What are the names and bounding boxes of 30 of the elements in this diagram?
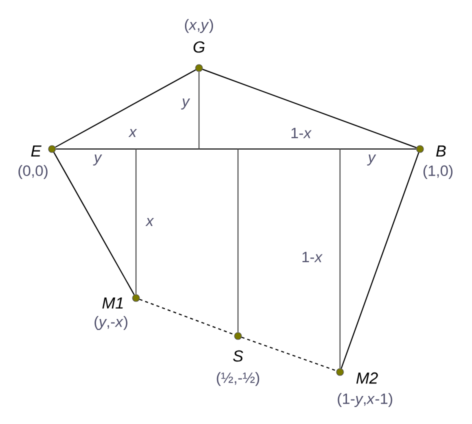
dashed-line bbox=[139, 298, 235, 336]
coordinate-label: (1-y,x-1) bbox=[338, 393, 392, 407]
point-name: G bbox=[194, 41, 205, 53]
side-line bbox=[53, 152, 135, 295]
dashed-line bbox=[241, 336, 337, 372]
point-name: B bbox=[436, 146, 446, 156]
coordinate-label: (½,-½) bbox=[216, 372, 260, 386]
edge-label: y bbox=[180, 97, 192, 111]
length-label: y bbox=[367, 154, 376, 166]
perpendicular-line bbox=[237, 149, 239, 332]
edge-label: x bbox=[145, 217, 155, 227]
coordinate-label: (y,-x) bbox=[94, 316, 128, 330]
edge-label: 1-x bbox=[300, 250, 324, 264]
coordinate-label: (x,y) bbox=[184, 19, 214, 33]
perpendicular-line bbox=[135, 149, 137, 294]
side-line bbox=[340, 152, 420, 369]
perpendicular-line bbox=[198, 72, 200, 149]
perpendicular-line bbox=[339, 149, 341, 368]
point-name: M2 bbox=[356, 372, 378, 384]
length-label: x bbox=[128, 129, 137, 137]
coordinate-label: (0,0) bbox=[18, 165, 48, 179]
coordinate-label: (1,0) bbox=[424, 165, 452, 179]
length-label: y bbox=[93, 154, 102, 166]
side-line bbox=[202, 68, 417, 148]
side-line bbox=[55, 69, 196, 148]
point-name: M1 bbox=[102, 298, 123, 308]
point-name: S bbox=[233, 350, 244, 362]
side-line bbox=[56, 148, 416, 150]
point-name: E bbox=[31, 146, 42, 156]
length-label: 1-x bbox=[292, 128, 312, 138]
